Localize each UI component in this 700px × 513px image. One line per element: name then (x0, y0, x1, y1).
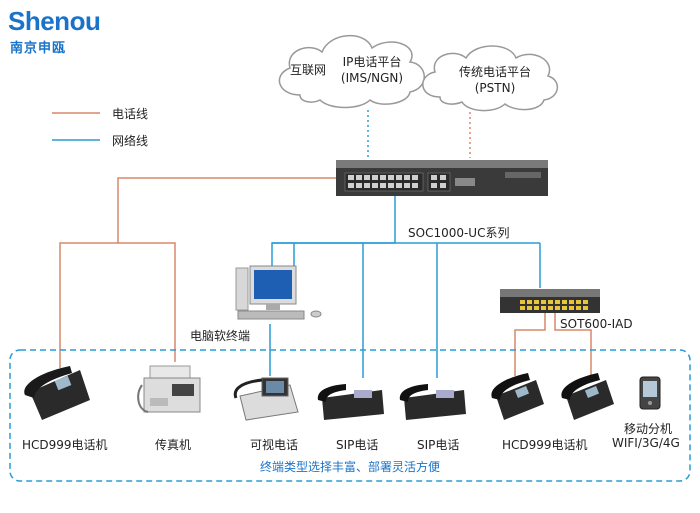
legend-network-label: 网络线 (112, 134, 149, 148)
terminal-group-box (9, 349, 691, 482)
ip-cloud (278, 34, 425, 109)
phone-line-fax (118, 242, 176, 362)
brand-subtitle: 南京申瓯 (10, 41, 67, 56)
ip-cloud-title: IP电话平台 (IMS/NGN) (332, 54, 412, 86)
terminal-label-hcd999-left: HCD999电话机 (22, 438, 108, 452)
sot600-iad (500, 289, 600, 313)
switch-label: SOC1000-UC系列 (408, 226, 510, 240)
sip-phone-2-icon (399, 384, 466, 420)
terminal-label-hcd999-right: HCD999电话机 (502, 438, 588, 452)
hcd999-phone-right-1-icon (491, 373, 544, 420)
network-line-main (271, 196, 396, 270)
ip-cloud-line2: (IMS/NGN) (340, 71, 404, 85)
pstn-cloud (422, 45, 558, 112)
soc1000-switch (336, 160, 548, 196)
hcd999-phone-right-2-icon (561, 373, 614, 420)
pstn-cloud-line2: (PSTN) (474, 81, 516, 95)
desktop-computer (235, 265, 322, 320)
video-phone-icon (233, 377, 299, 421)
iad-phone-line-1 (514, 313, 546, 376)
pc-label: 电脑软终端 (190, 329, 251, 343)
terminal-label-sip-2: SIP电话 (417, 438, 460, 452)
ip-cloud-prefix: 互联网 (290, 63, 327, 77)
mobile-phone-icon (639, 376, 661, 410)
hcd999-phone-left-icon (24, 366, 90, 420)
terminal-label-mobile: 移动分机 (624, 422, 673, 436)
diagram-caption: 终端类型选择丰富、部署灵活方便 (259, 460, 440, 474)
pstn-cloud-title: 传统电话平台 (PSTN) (450, 64, 540, 96)
terminal-label-sip-1: SIP电话 (336, 438, 379, 452)
iad-label: SOT600-IAD (560, 317, 633, 331)
fax-machine-icon (137, 365, 201, 413)
terminal-label-fax: 传真机 (155, 438, 192, 452)
brand-logo: Shenou (8, 6, 101, 36)
terminal-label-video-phone: 可视电话 (250, 438, 299, 452)
pstn-cloud-line1: 传统电话平台 (458, 65, 531, 79)
sip-phone-1-icon (317, 384, 384, 420)
terminal-label-mobile-sub: WIFI/3G/4G (612, 436, 680, 450)
iad-phone-line-2 (554, 313, 592, 376)
ip-cloud-line1: IP电话平台 (342, 55, 402, 69)
legend-phone-label: 电话线 (112, 107, 149, 121)
